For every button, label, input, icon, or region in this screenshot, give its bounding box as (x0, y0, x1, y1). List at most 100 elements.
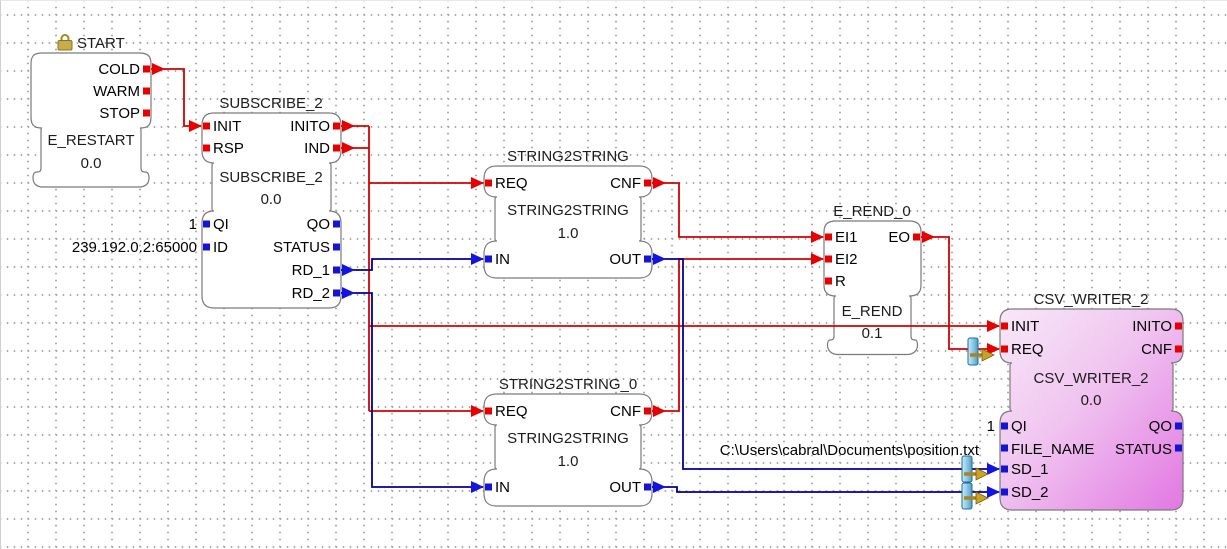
port-init[interactable] (203, 122, 210, 130)
port-label-cnf: CNF (1141, 341, 1172, 358)
port-qi[interactable] (203, 220, 210, 228)
fb-string2string-type: STRING2STRING (507, 202, 629, 219)
fb-string2string-0[interactable]: STRING2STRING_0 REQ CNF STRING2STRING 1.… (483, 376, 653, 507)
port-qo[interactable] (1175, 422, 1182, 430)
connection-cnf0-ei2[interactable] (652, 258, 823, 412)
port-label-status: STATUS (273, 239, 330, 256)
value-qi[interactable]: 1 (189, 216, 197, 233)
connection-eo-csv-req[interactable] (921, 236, 999, 350)
fb-string2string[interactable]: STRING2STRING REQ CNF STRING2STRING 1.0 … (483, 148, 653, 279)
fb-start-body[interactable] (30, 52, 152, 188)
port-label-qo: QO (307, 216, 330, 233)
fb-csv-writer-2-title: CSV_WRITER_2 (1033, 291, 1148, 308)
port-cold[interactable] (143, 65, 150, 73)
port-cnf[interactable] (644, 179, 651, 187)
port-label-rd1: RD_1 (292, 262, 330, 279)
port-r[interactable] (825, 277, 832, 285)
arrow-rd1-out (342, 264, 355, 276)
port-status[interactable] (333, 243, 340, 251)
arrow-ind-out (342, 142, 355, 154)
port-in[interactable] (485, 255, 492, 263)
fb-subscribe-2[interactable]: SUBSCRIBE_2 INIT RSP INITO IND SUBSCRIBE… (72, 95, 342, 309)
connection-rd2-in0[interactable] (341, 292, 483, 488)
connection-out0-sd2[interactable] (652, 486, 999, 493)
port-rsp[interactable] (203, 144, 210, 152)
port-ei2[interactable] (825, 255, 832, 263)
fb-start-type: E_RESTART (48, 132, 135, 149)
fb-e-rend-0-version: 0.1 (862, 325, 883, 342)
port-req[interactable] (485, 179, 492, 187)
fb-subscribe-2-body[interactable] (201, 112, 342, 309)
arrow-out-out (653, 253, 666, 265)
fb-string2string-body[interactable] (483, 165, 653, 279)
fb-subscribe-2-title: SUBSCRIBE_2 (219, 95, 322, 112)
port-label-out: OUT (609, 251, 641, 268)
port-label-sd1: SD_1 (1011, 461, 1049, 478)
fb-e-rend-0[interactable]: E_REND_0 EI1 EI2 R EO E_REND 0.1 (823, 203, 922, 356)
port-label-stop: STOP (99, 105, 140, 122)
fb-e-rend-0-body[interactable] (823, 220, 922, 356)
fb-string2string-version: 1.0 (558, 225, 579, 242)
port-rd2[interactable] (333, 289, 340, 297)
connection-cold-init[interactable] (151, 68, 201, 127)
port-out[interactable] (644, 483, 651, 491)
connection-out-sd1[interactable] (652, 258, 999, 470)
port-label-init: INIT (213, 118, 241, 135)
arrow-csv-init-in (987, 320, 1000, 332)
port-cnf[interactable] (1175, 345, 1182, 353)
port-filename[interactable] (1001, 444, 1008, 452)
port-qo[interactable] (333, 220, 340, 228)
port-status[interactable] (1175, 444, 1182, 452)
port-label-sd2: SD_2 (1011, 484, 1049, 501)
watch-marker-sd2[interactable] (961, 482, 989, 510)
port-in[interactable] (485, 483, 492, 491)
port-label-req: REQ (495, 403, 528, 420)
port-sd2[interactable] (1001, 488, 1008, 496)
arrow-ei2-in (811, 253, 824, 265)
port-cnf[interactable] (644, 407, 651, 415)
port-eo[interactable] (913, 233, 920, 241)
value-id[interactable]: 239.192.0.2:65000 (72, 239, 197, 256)
watch-marker-csv-req[interactable] (967, 337, 995, 366)
port-label-init: INIT (1011, 318, 1039, 335)
port-sd1[interactable] (1001, 465, 1008, 473)
fb-string2string-title: STRING2STRING (507, 148, 629, 165)
port-label-in: IN (495, 479, 510, 496)
arrow-ei1-in (811, 231, 824, 243)
fb-csv-writer-2[interactable]: CSV_WRITER_2 INIT REQ INITO CNF CSV_WRIT… (999, 291, 1184, 511)
port-init[interactable] (1001, 322, 1008, 330)
fb-start-version: 0.0 (81, 155, 102, 172)
fb-csv-writer-2-body[interactable] (999, 308, 1184, 511)
port-stop[interactable] (143, 109, 150, 117)
port-label-ei2: EI2 (835, 251, 858, 268)
port-ei1[interactable] (825, 233, 832, 241)
fb-start-title: START (77, 35, 125, 52)
port-label-inito: INITO (1132, 318, 1172, 335)
value-csv-filename[interactable]: C:\Users\cabral\Documents\position.txt (720, 442, 980, 459)
fb-string2string-0-body[interactable] (483, 393, 653, 507)
port-id[interactable] (203, 243, 210, 251)
port-rd1[interactable] (333, 266, 340, 274)
watch-marker-sd1[interactable] (961, 455, 989, 483)
port-req[interactable] (1001, 345, 1008, 353)
value-csv-qi[interactable]: 1 (987, 418, 995, 435)
arrow-sd1-in (987, 463, 1000, 475)
fb-start[interactable]: START COLD WARM STOP E_RESTART 0.0 (30, 34, 152, 188)
connection-rd1-in[interactable] (341, 258, 483, 271)
fb-subscribe-2-version: 0.0 (261, 191, 282, 208)
port-inito[interactable] (333, 122, 340, 130)
port-warm[interactable] (143, 87, 150, 95)
fb-csv-writer-2-type: CSV_WRITER_2 (1033, 370, 1148, 387)
port-ind[interactable] (333, 144, 340, 152)
port-inito[interactable] (1175, 322, 1182, 330)
port-label-rsp: RSP (213, 140, 244, 157)
port-label-status: STATUS (1115, 441, 1172, 458)
port-label-cnf: CNF (610, 403, 641, 420)
connection-cnf-ei1[interactable] (652, 182, 823, 238)
port-label-in: IN (495, 251, 510, 268)
port-qi[interactable] (1001, 422, 1008, 430)
port-label-r: R (835, 273, 846, 290)
port-req[interactable] (485, 407, 492, 415)
port-out[interactable] (644, 255, 651, 263)
